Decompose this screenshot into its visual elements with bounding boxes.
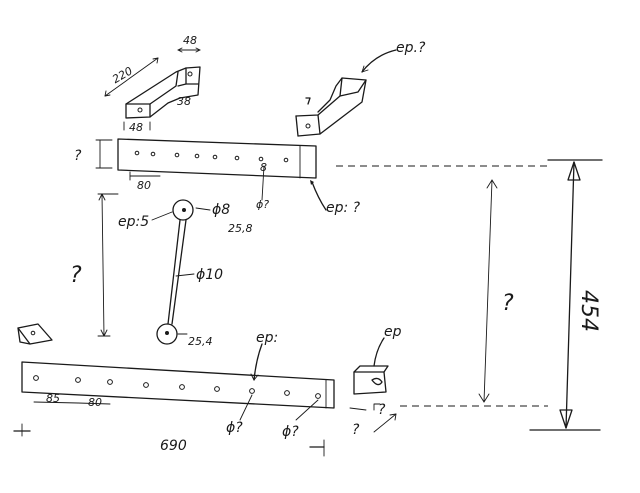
phi-bottom-leaders: ϕ? ϕ? — [226, 394, 319, 440]
top-left-bracket — [125, 66, 201, 119]
phi-hole-label: ϕ? — [256, 198, 269, 211]
dim-48-top-label: 48 — [183, 34, 197, 47]
dim-38-label: 38 — [177, 95, 191, 108]
dim-8-label: 8 — [260, 161, 267, 174]
bottom-right-bracket — [353, 365, 389, 395]
dim-85-80: 85 80 — [33, 392, 111, 409]
dim-80-top: 80 — [129, 171, 161, 192]
dim-85-label: 85 — [46, 392, 60, 405]
dim-25-8-label: 25,8 — [228, 222, 253, 235]
ep-bottom-label: ep: — [256, 330, 278, 346]
bottom-flat-bar — [21, 361, 335, 409]
ep-top-right-label: ep.? — [396, 40, 426, 56]
middle-height-dim: ? — [478, 179, 514, 403]
dim-80-label: 80 — [137, 179, 151, 192]
dim-80-b-label: 80 — [88, 396, 102, 409]
dim-690-label: 690 — [160, 438, 187, 454]
ep-bottom-leader: ep: — [250, 330, 278, 381]
phi-10-label: ϕ10 — [196, 267, 223, 283]
dim-48-bottom-label: 48 — [129, 121, 143, 134]
dim-48-top: 48 — [177, 34, 201, 53]
rod-assembly — [156, 199, 194, 345]
rod-length-dim: ? — [70, 193, 119, 337]
phi-8-label: ϕ8 — [212, 202, 230, 218]
top-flat-bar — [117, 138, 317, 179]
top-right-bracket — [295, 77, 367, 137]
q-small2-label: ? — [378, 402, 386, 418]
q-middle-label: ? — [502, 291, 514, 316]
ep-top-right-leader: ep.? — [361, 40, 426, 73]
rod-annotations: ep:5 ϕ8 25,8 ϕ10 25,4 — [118, 202, 253, 348]
ep-bracket-label: ep — [384, 324, 402, 340]
dim-220: 220 — [104, 57, 159, 97]
dim-220-label: 220 — [110, 64, 135, 86]
left-angle-bracket — [17, 323, 53, 345]
overall-height-dim: 454 — [529, 159, 603, 431]
q-rod-length-label: ? — [70, 263, 82, 288]
q-bar-height-label: ? — [74, 148, 82, 164]
dim-8-hole: 8 ϕ? — [256, 161, 269, 211]
dim-48-bottom: 48 — [123, 121, 151, 134]
dim-bar-height: ? — [74, 139, 113, 169]
ep-bar-right-leader: ep: ? — [310, 180, 361, 216]
q-small1-label: ? — [352, 422, 360, 438]
dim-454-label: 454 — [576, 290, 601, 332]
bracket-small-dims: ? ? — [349, 402, 397, 438]
ep-5-label: ep:5 — [118, 214, 149, 230]
ep-bracket-leader: ep — [373, 324, 402, 367]
phi-q1-label: ϕ? — [226, 420, 243, 436]
dim-690: 690 — [13, 423, 325, 457]
phi-q2-label: ϕ? — [282, 424, 299, 440]
dim-25-4-label: 25,4 — [188, 335, 213, 348]
ep-bar-right-label: ep: ? — [326, 200, 361, 216]
